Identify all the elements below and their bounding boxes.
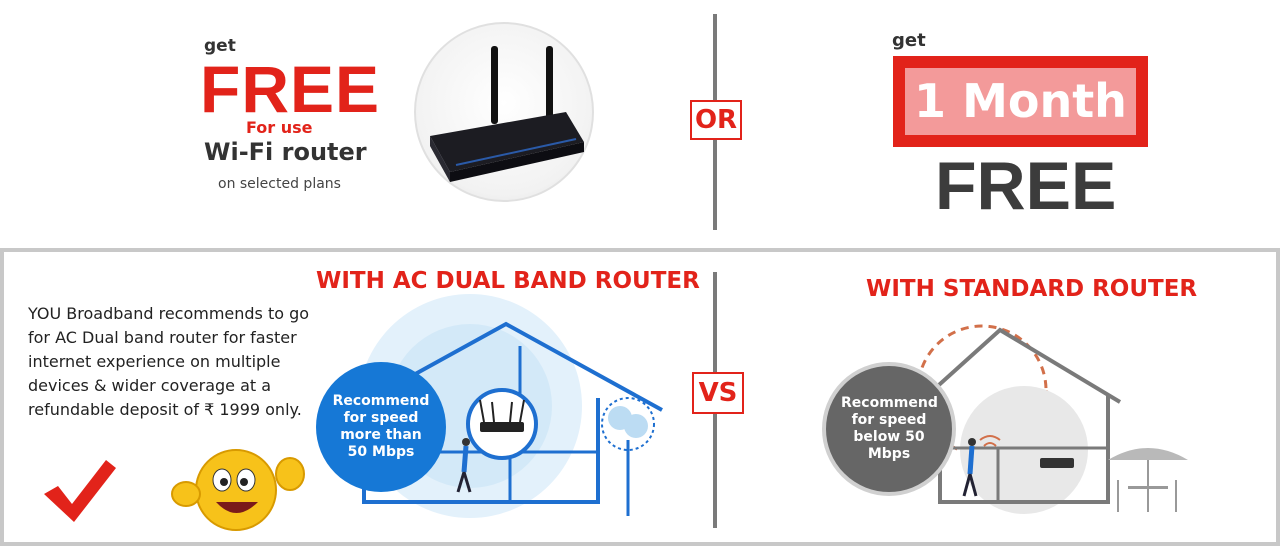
free-label: FREE <box>200 52 381 126</box>
wifi-router-label: Wi-Fi router <box>204 138 367 166</box>
ac-speed-badge: Recommend for speed more than 50 Mbps <box>316 362 446 492</box>
one-month-label: 1 Month <box>905 68 1136 135</box>
or-badge: OR <box>690 100 742 140</box>
ac-router-heading: WITH AC DUAL BAND ROUTER <box>316 268 700 294</box>
for-use-label: For use <box>246 118 313 137</box>
free-router-offer-banner: get FREE For use Wi-Fi router on selecte… <box>0 0 1280 246</box>
ac-speed-text: Recommend for speed more than 50 Mbps <box>332 393 430 460</box>
standard-speed-badge: Recommend for speed below 50 Mbps <box>822 362 956 496</box>
free-label-right: FREE <box>935 148 1117 224</box>
standard-speed-text: Recommend for speed below 50 Mbps <box>841 395 938 462</box>
get-label: get <box>204 36 236 56</box>
wifi-router-icon <box>430 46 584 182</box>
recommendation-text: YOU Broadband recommends to go for AC Du… <box>28 304 310 419</box>
selected-plans-label: on selected plans <box>218 176 341 192</box>
tree-icon <box>601 397 655 516</box>
vs-badge: VS <box>692 372 744 414</box>
thumbs-up-emoji-icon <box>171 449 305 531</box>
patio-umbrella-icon <box>1108 448 1188 512</box>
get-label-right: get <box>892 30 926 51</box>
standard-router-heading: WITH STANDARD ROUTER <box>866 276 1198 302</box>
checkmark-icon <box>44 460 116 522</box>
wifi-router-image <box>414 22 594 202</box>
